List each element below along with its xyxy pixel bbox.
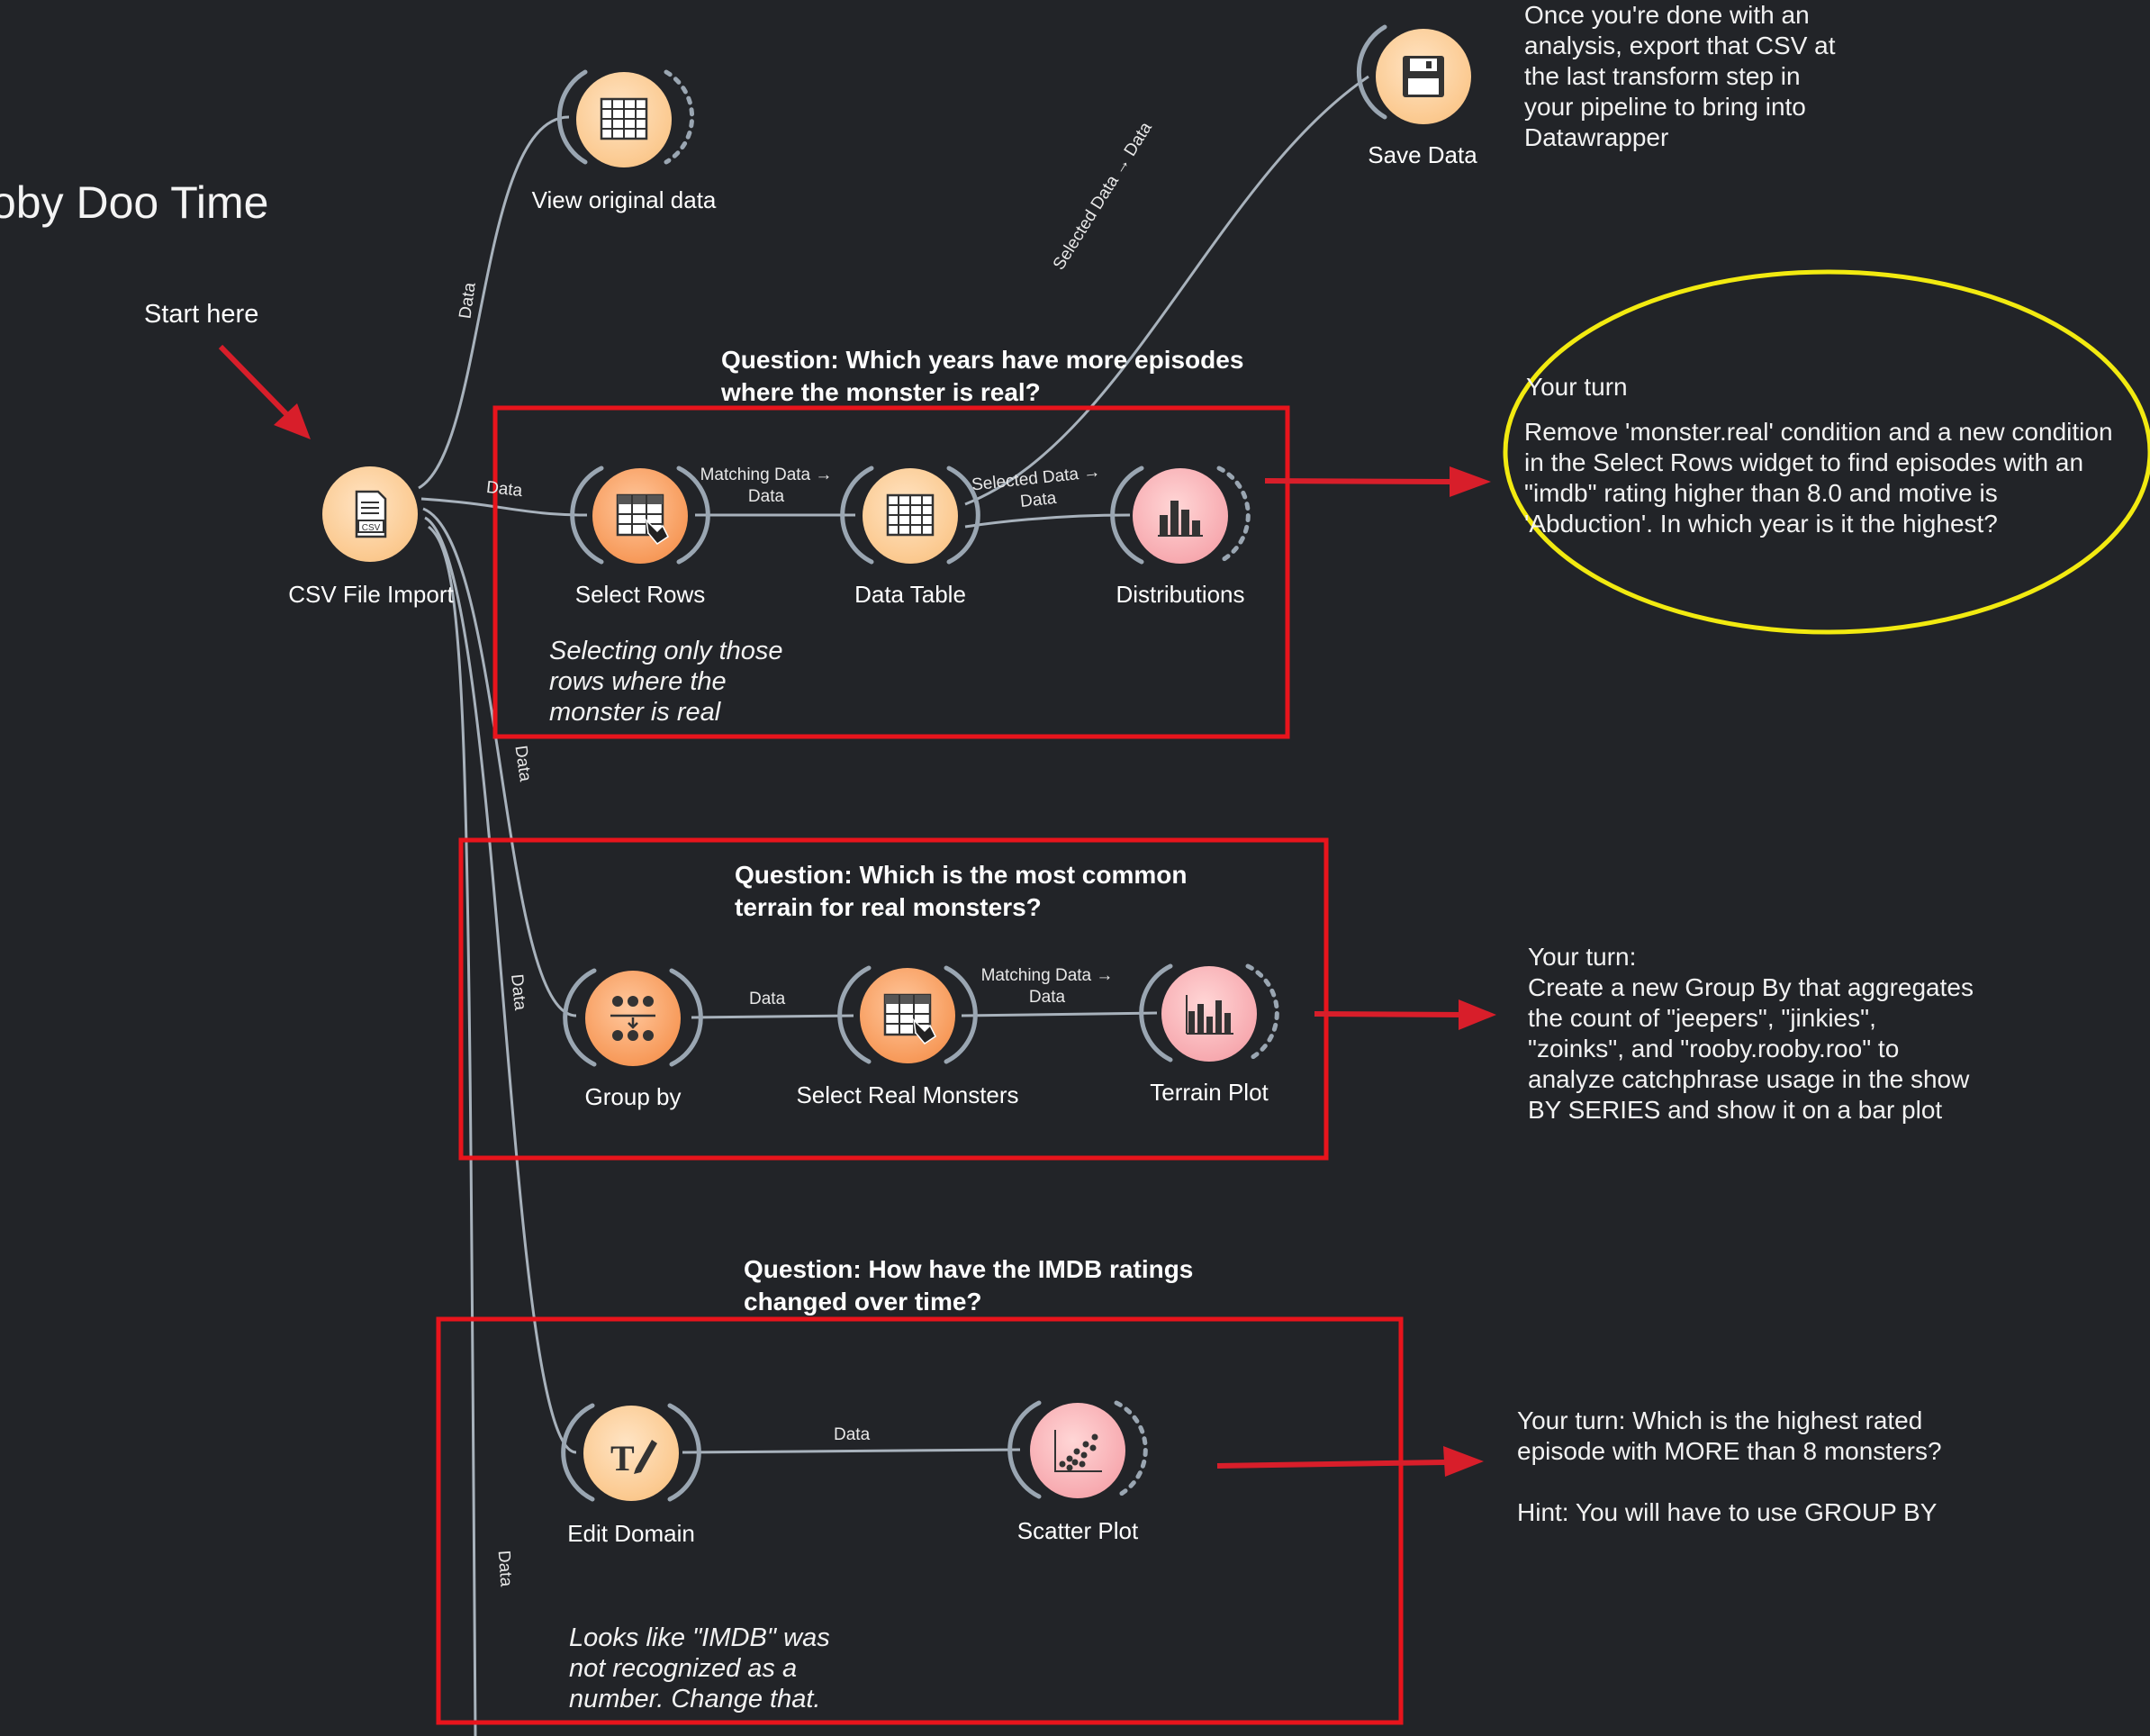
link-csv-to-edit-domain[interactable]	[424, 516, 577, 1454]
group-by-widget[interactable]	[585, 971, 681, 1066]
link-select-real-monsters-to-terrain-plot[interactable]	[961, 1011, 1158, 1017]
select-rows-icon	[616, 493, 669, 545]
save-data-label: Save Data	[1368, 141, 1477, 168]
svg-text:T: T	[610, 1438, 635, 1478]
your-turn-1-body: Remove 'monster.real' condition and a ne…	[1524, 418, 2113, 538]
select-rows-label: Select Rows	[574, 581, 706, 608]
link-label-data: Data	[749, 990, 786, 1008]
highlight-ellipse	[1503, 269, 2150, 635]
csv-file-import-widget[interactable]: CSV	[322, 466, 418, 562]
your-turn-1-title: Your turn	[1526, 373, 1628, 401]
group-by-icon	[610, 996, 655, 1041]
select-real-monsters-widget[interactable]	[860, 968, 955, 1063]
terrain-plot-label: Terrain Plot	[1150, 1079, 1269, 1106]
arrow-to-turn-2	[1314, 999, 1496, 1030]
data-table-icon	[600, 97, 648, 140]
terrain-plot-widget[interactable]	[1161, 966, 1257, 1062]
csv-file-import-label: CSV File Import	[288, 581, 454, 608]
link-label-matching-data: Matching Data →Data	[980, 966, 1114, 1007]
data-table-icon	[886, 493, 935, 537]
select-rows-icon	[883, 993, 936, 1044]
edit-domain-label: Edit Domain	[567, 1520, 695, 1547]
link-csv-to-select-rows[interactable]	[420, 497, 588, 517]
link-label-data: Data	[507, 972, 530, 1012]
start-arrow	[218, 344, 311, 439]
annotation-box-question-2	[458, 837, 1329, 1161]
start-here-label: Start here	[144, 300, 259, 329]
floppy-disk-icon	[1403, 56, 1444, 97]
distributions-label: Distributions	[1116, 581, 1245, 608]
arrow-to-turn-1	[1264, 466, 1491, 497]
link-label-matching-data: Matching Data →Data	[700, 466, 833, 506]
link-label-data: Data	[834, 1425, 871, 1444]
data-table-widget[interactable]	[863, 468, 958, 564]
question-1-heading: Question: Which years have more episodes…	[721, 346, 1244, 406]
link-group-by-to-select-real-monsters[interactable]	[691, 1014, 854, 1019]
link-csv-to-view-original[interactable]	[418, 115, 570, 490]
arrow-to-turn-3	[1216, 1446, 1484, 1477]
csv-file-icon: CSV	[355, 490, 387, 538]
scatter-plot-label: Scatter Plot	[1016, 1517, 1139, 1544]
svg-text:CSV: CSV	[362, 523, 381, 533]
save-data-widget[interactable]	[1376, 29, 1471, 124]
select-rows-widget[interactable]	[592, 468, 688, 564]
annotation-box-question-1	[492, 405, 1290, 739]
view-original-data-label: View original data	[531, 186, 717, 213]
workflow-title: oby Doo Time	[0, 177, 269, 228]
annotation-box-question-3	[436, 1316, 1404, 1725]
bar-chart-icon	[1158, 501, 1203, 537]
bar-plot-icon	[1186, 995, 1233, 1035]
link-data-table-to-save-data[interactable]	[964, 75, 1369, 506]
group-by-label: Group by	[584, 1083, 682, 1110]
view-original-data-widget[interactable]	[576, 72, 672, 167]
data-table-label: Data Table	[854, 581, 966, 608]
link-label-data: Data	[493, 1550, 516, 1587]
select-real-monsters-label: Select Real Monsters	[796, 1081, 1019, 1108]
edit-domain-icon: T	[610, 1438, 657, 1478]
distributions-widget[interactable]	[1133, 468, 1228, 564]
your-turn-2-note: Your turn:Create a new Group By that agg…	[1528, 943, 1974, 1124]
link-csv-to-group-by[interactable]	[422, 507, 577, 1017]
link-label-data: Data	[485, 477, 524, 502]
edit-domain-widget[interactable]: T	[583, 1406, 679, 1501]
scatter-plot-icon	[1054, 1430, 1102, 1472]
link-data-table-to-distributions[interactable]	[964, 513, 1131, 529]
scatter-plot-widget[interactable]	[1030, 1403, 1125, 1498]
link-edit-domain-to-scatter-plot[interactable]	[682, 1448, 1021, 1454]
link-csv-down-offscreen[interactable]	[428, 525, 477, 1736]
